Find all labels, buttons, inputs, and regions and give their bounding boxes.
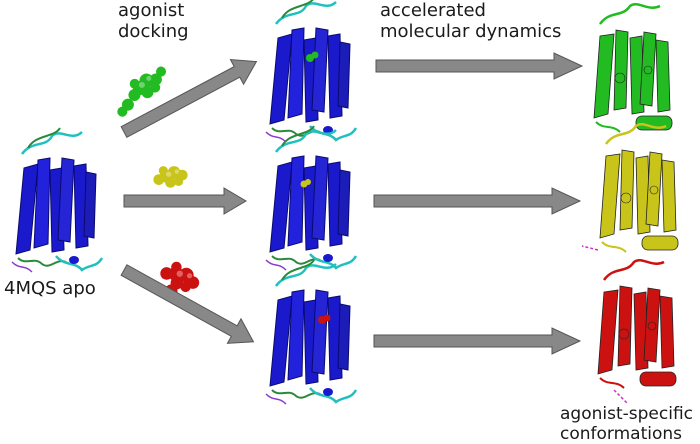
yellow-agonist-ligand [153, 166, 188, 188]
docking-arrow-red [120, 264, 255, 344]
apo-receptor-structure [10, 126, 104, 274]
agonist-specific-label-line2: conformations [560, 424, 682, 444]
docking-arrow-yellow [123, 187, 247, 215]
conformation-red [596, 259, 678, 405]
amd-label-line2: molecular dynamics [380, 21, 562, 42]
docked-complex-red [264, 258, 358, 406]
amd-arrow-green [375, 52, 584, 80]
agonist-docking-label-line1: agonist [118, 0, 185, 21]
agonist-docking-label-line2: docking [118, 21, 189, 42]
amd-label-line1: accelerated [380, 0, 486, 21]
amd-arrow-red [373, 327, 582, 355]
agonist-specific-label-line1: agonist-specific [560, 404, 693, 424]
conformation-yellow [581, 123, 680, 254]
amd-arrow-yellow [373, 187, 582, 215]
conformation-green [592, 3, 674, 134]
apo-structure-label: 4MQS apo [4, 278, 96, 299]
green-agonist-ligand [117, 66, 168, 117]
docked-complex-yellow [264, 124, 358, 272]
docking-arrow-green [120, 58, 258, 138]
docked-complex-green [264, 0, 358, 144]
